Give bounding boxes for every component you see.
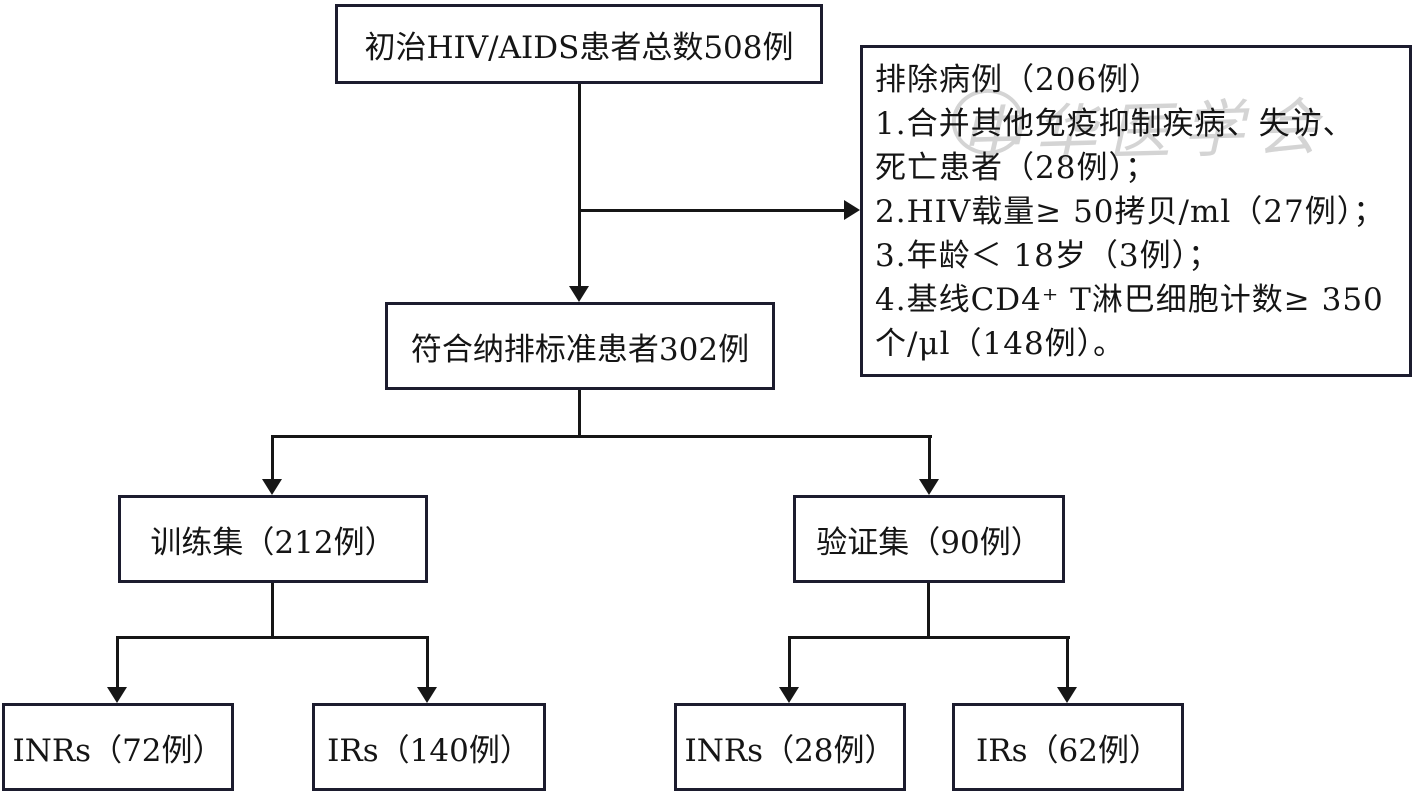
connector-split-training — [116, 636, 429, 639]
exclusion-line-3: 3.年龄＜ 18岁（3例）； — [875, 238, 1221, 274]
node-total-patients: 初治HIV/AIDS患者总数508例 — [335, 4, 823, 84]
exclusion-line-4: 4.基线CD4⁺ T淋巴细胞计数≥ 350 — [875, 282, 1384, 318]
node-exclusion-criteria: 排除病例（206例） 1.合并其他免疫抑制疾病、失访、 死亡患者（28例）； 2… — [860, 45, 1412, 377]
node-validation-inrs: INRs（28例） — [674, 703, 906, 791]
exclusion-line-2: 2.HIV载量≥ 50拷贝/ml（27例）； — [875, 194, 1386, 230]
connector-to-validation-irs — [1066, 636, 1069, 689]
arrowhead-into-validation — [919, 479, 939, 495]
connector-to-exclusion — [578, 209, 844, 212]
node-training-set: 训练集（212例） — [118, 495, 428, 583]
connector-to-validation — [928, 435, 931, 481]
exclusion-line-title: 排除病例（206例） — [875, 62, 1162, 98]
node-validation-set: 验证集（90例） — [793, 495, 1065, 583]
arrowhead-into-training-irs — [417, 687, 437, 703]
arrowhead-into-eligible — [569, 286, 589, 302]
connector-to-training-inrs — [116, 636, 119, 689]
arrowhead-into-validation-irs — [1057, 687, 1077, 703]
connector-training-stem — [271, 583, 274, 638]
exclusion-line-1b: 死亡患者（28例）； — [875, 150, 1157, 186]
arrowhead-into-training-inrs — [107, 687, 127, 703]
node-training-irs: IRs（140例） — [312, 703, 546, 791]
connector-total-to-eligible — [578, 84, 581, 288]
node-validation-irs: IRs（62例） — [952, 703, 1184, 791]
connector-validation-stem — [927, 583, 930, 638]
connector-split-validation — [788, 636, 1070, 639]
node-training-inrs: INRs（72例） — [2, 703, 234, 791]
arrowhead-into-exclusion — [844, 200, 860, 220]
arrowhead-into-training — [262, 479, 282, 495]
connector-to-validation-inrs — [788, 636, 791, 689]
connector-split-top — [271, 435, 932, 438]
exclusion-line-1: 1.合并其他免疫抑制疾病、失访、 — [875, 106, 1355, 142]
connector-eligible-stem — [578, 390, 581, 438]
connector-to-training-irs — [426, 636, 429, 689]
connector-to-training — [271, 435, 274, 481]
node-eligible-patients: 符合纳排标准患者302例 — [385, 302, 775, 390]
exclusion-line-4b: 个/μl（148例）。 — [875, 326, 1126, 362]
arrowhead-into-validation-inrs — [779, 687, 799, 703]
